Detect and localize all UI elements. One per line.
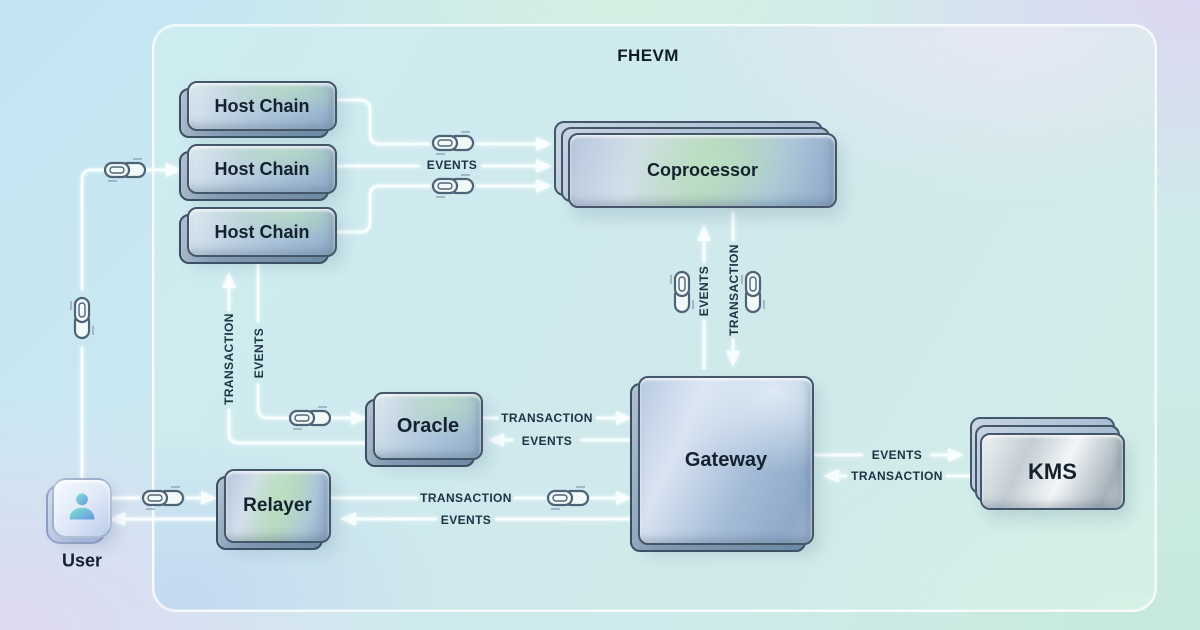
edge-label-oracle-events: EVENTS: [521, 434, 573, 448]
edge-user-to-relayer: [110, 491, 217, 505]
node-label: Coprocessor: [646, 160, 759, 180]
chain-link-icon: [545, 485, 591, 511]
node-relayer: Relayer: [224, 469, 331, 543]
edge-label-coprocessor-transaction: TRANSACTION: [727, 244, 741, 336]
arrowhead-right: [616, 491, 632, 505]
wire: [335, 184, 540, 234]
chain-link-icon: [287, 405, 333, 431]
edge-relayer-to-user: [109, 512, 221, 526]
wire: [80, 168, 170, 480]
person-icon: [64, 488, 100, 529]
arrowhead-right: [166, 163, 182, 177]
arrowhead-right: [351, 411, 367, 425]
panel-title: FHEVM: [617, 46, 679, 65]
edge-label-relayer-transaction: TRANSACTION: [420, 491, 512, 505]
edge-coprocessor-to-gateway-transaction: [726, 211, 740, 367]
node-label: Host Chain: [214, 158, 310, 179]
edge-hostchain1-to-coprocessor: [335, 98, 552, 151]
chain-link-icon: [430, 173, 476, 199]
edge-relayer-to-gateway-transaction: [328, 491, 632, 505]
node-host-chain-3: Host Chain: [187, 207, 337, 257]
edge-oracle-to-gateway-transaction: [480, 411, 632, 425]
edge-hostchain3-to-oracle-events: [256, 261, 367, 425]
node-oracle: Oracle: [373, 392, 483, 460]
arrowhead-left: [823, 469, 839, 483]
arrowhead-up: [222, 272, 236, 288]
edge-label-oracle-transaction: TRANSACTION: [501, 411, 593, 425]
node-label: Host Chain: [214, 95, 310, 116]
edge-label-kms-transaction: TRANSACTION: [851, 469, 943, 483]
edge-gateway-to-relayer-events: [340, 512, 640, 526]
edge-label-host-events: EVENTS: [426, 158, 478, 172]
arrowhead-right: [536, 137, 552, 151]
wire: [256, 261, 354, 420]
chain-link-icon: [669, 269, 695, 315]
node-label: KMS: [1028, 458, 1077, 484]
edge-label-relayer-events: EVENTS: [440, 513, 492, 527]
arrowhead-right: [536, 159, 552, 173]
wire: [335, 98, 540, 146]
chain-link-icon: [740, 269, 766, 315]
node-label: Gateway: [684, 449, 768, 471]
arrowhead-up: [697, 225, 711, 241]
arrowhead-left: [340, 512, 356, 526]
arrowhead-right: [536, 179, 552, 193]
chain-link-icon: [102, 157, 148, 183]
arrowhead-left: [488, 433, 504, 447]
chain-link-icon: [430, 130, 476, 156]
node-host-chain-2: Host Chain: [187, 144, 337, 194]
arrowhead-right: [201, 491, 217, 505]
node-gateway: Gateway: [638, 376, 814, 545]
chain-link-icon: [69, 295, 95, 341]
edge-gateway-to-oracle-events: [488, 433, 640, 447]
edge-hostchain2-to-coprocessor: [335, 159, 552, 173]
edge-label-coprocessor-events: EVENTS: [697, 265, 711, 317]
edge-user-to-hostchain2: [80, 163, 182, 480]
node-label: Oracle: [396, 414, 460, 437]
edge-label-kms-events: EVENTS: [871, 448, 923, 462]
node-label: Host Chain: [214, 221, 310, 242]
node-label: Relayer: [243, 495, 312, 516]
node-user: [52, 478, 112, 538]
wire: [227, 284, 375, 445]
node-coprocessor: Coprocessor: [554, 121, 837, 208]
node-host-chain-1: Host Chain: [187, 81, 337, 131]
edge-gateway-to-coprocessor-events: [697, 225, 711, 370]
arrowhead-down: [726, 351, 740, 367]
arrowhead-right: [948, 448, 964, 462]
edge-label-hostchain-events: EVENTS: [252, 327, 266, 379]
edge-oracle-to-hostchain3-transaction: [222, 272, 375, 445]
arrowhead-left: [109, 512, 125, 526]
edge-label-hostchain-transaction: TRANSACTION: [222, 313, 236, 405]
user-label: User: [61, 550, 103, 571]
node-kms: KMS: [970, 417, 1125, 510]
edge-gateway-to-kms-events: [813, 448, 964, 462]
chain-link-icon: [140, 485, 186, 511]
edge-hostchain3-to-coprocessor: [335, 179, 552, 234]
arrowhead-right: [616, 411, 632, 425]
